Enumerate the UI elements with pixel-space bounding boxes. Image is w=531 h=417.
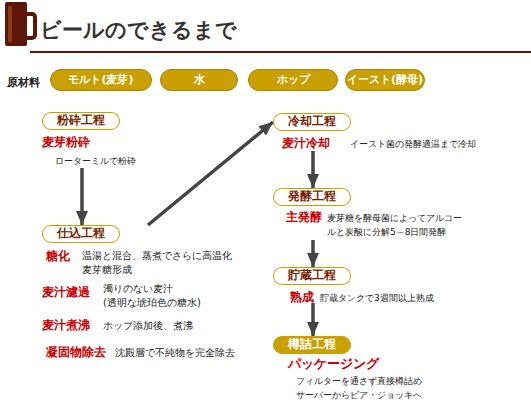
process-stage: 仕込工程糖化温湯と混合、蒸煮でさらに高温化 麦芽糖形成麦汁濾過濁りのない麦汁 (… [42, 225, 242, 365]
stage-heading: 粉砕工程 [42, 112, 120, 130]
step-description: ホップ添加後、煮沸 [103, 319, 193, 333]
step-description: 麦芽糖を酵母菌によってアルコー ルと炭酸に分解5～8日間発酵 [327, 211, 462, 239]
title: ビールのできるまで [40, 16, 237, 44]
mug-highlight [8, 6, 12, 42]
mug-body [5, 2, 27, 46]
stage-heading: 樽詰工程 [273, 336, 351, 354]
stage-heading: 貯蔵工程 [273, 267, 351, 285]
step-term: 糖化 [46, 249, 70, 263]
flow-arrow [311, 240, 315, 267]
step-term: 熟成 [290, 290, 314, 304]
process-stage: 貯蔵工程熟成貯蔵タンクで3週間以上熟成 [273, 267, 473, 303]
process-stage: 粉砕工程麦芽粉砕ローターミルで粉砕 [42, 112, 162, 168]
material-name: ホップ [277, 73, 310, 86]
process-stage: 発酵工程主発酵麦芽糖を酵母菌によってアルコー ルと炭酸に分解5～8日間発酵 [273, 188, 473, 240]
step-term: 麦汁冷却 [282, 136, 330, 150]
flow-arrow [311, 303, 315, 336]
material-name: イースト(酵母) [347, 73, 423, 86]
material-name: 水 [194, 73, 205, 86]
step-term: 麦汁煮沸 [42, 318, 90, 332]
process-stage: 樽詰工程パッケージングフィルターを通さず直接樽詰め サーバーからビア・ジョッキへ [273, 336, 473, 406]
step-description: 温湯と混合、蒸煮でさらに高温化 麦芽糖形成 [82, 249, 232, 277]
step-term: 主発酵 [286, 210, 322, 224]
title-rule [30, 51, 531, 53]
step-term: 凝固物除去 [46, 345, 106, 359]
step-description: 貯蔵タンクで3週間以上熟成 [320, 291, 434, 305]
section-label: 原材料 [7, 75, 40, 90]
step-description: イースト菌の発酵適温まで冷却 [350, 137, 476, 151]
mug-handle [27, 14, 35, 38]
flow-arrow [80, 168, 84, 225]
material-pill: 水 [160, 69, 238, 91]
flow-arrow [148, 122, 273, 225]
step-description: 沈殿層で不純物を完全除去 [115, 346, 235, 360]
flow-arrow [311, 151, 315, 188]
material-pill: モルト(麦芽) [50, 69, 152, 91]
material-name: モルト(麦芽) [68, 73, 133, 86]
material-pill: イースト(酵母) [345, 69, 425, 91]
step-description: 濁りのない麦汁 (透明な琥珀色の糖水) [103, 282, 201, 310]
stage-heading: 冷却工程 [273, 113, 351, 131]
step-term: 麦芽粉砕 [42, 135, 90, 149]
stage-heading: 発酵工程 [273, 188, 351, 206]
step-term: パッケージング [288, 357, 379, 371]
step-description: ローターミルで粉砕 [55, 154, 136, 168]
stage-heading: 仕込工程 [42, 225, 120, 243]
step-description: フィルターを通さず直接樽詰め サーバーからビア・ジョッキへ [296, 374, 422, 402]
step-term: 麦汁濾過 [42, 285, 90, 299]
material-pill: ホップ [248, 69, 338, 91]
process-stage: 冷却工程麦汁冷却 イースト菌の発酵適温まで冷却 [273, 113, 483, 151]
